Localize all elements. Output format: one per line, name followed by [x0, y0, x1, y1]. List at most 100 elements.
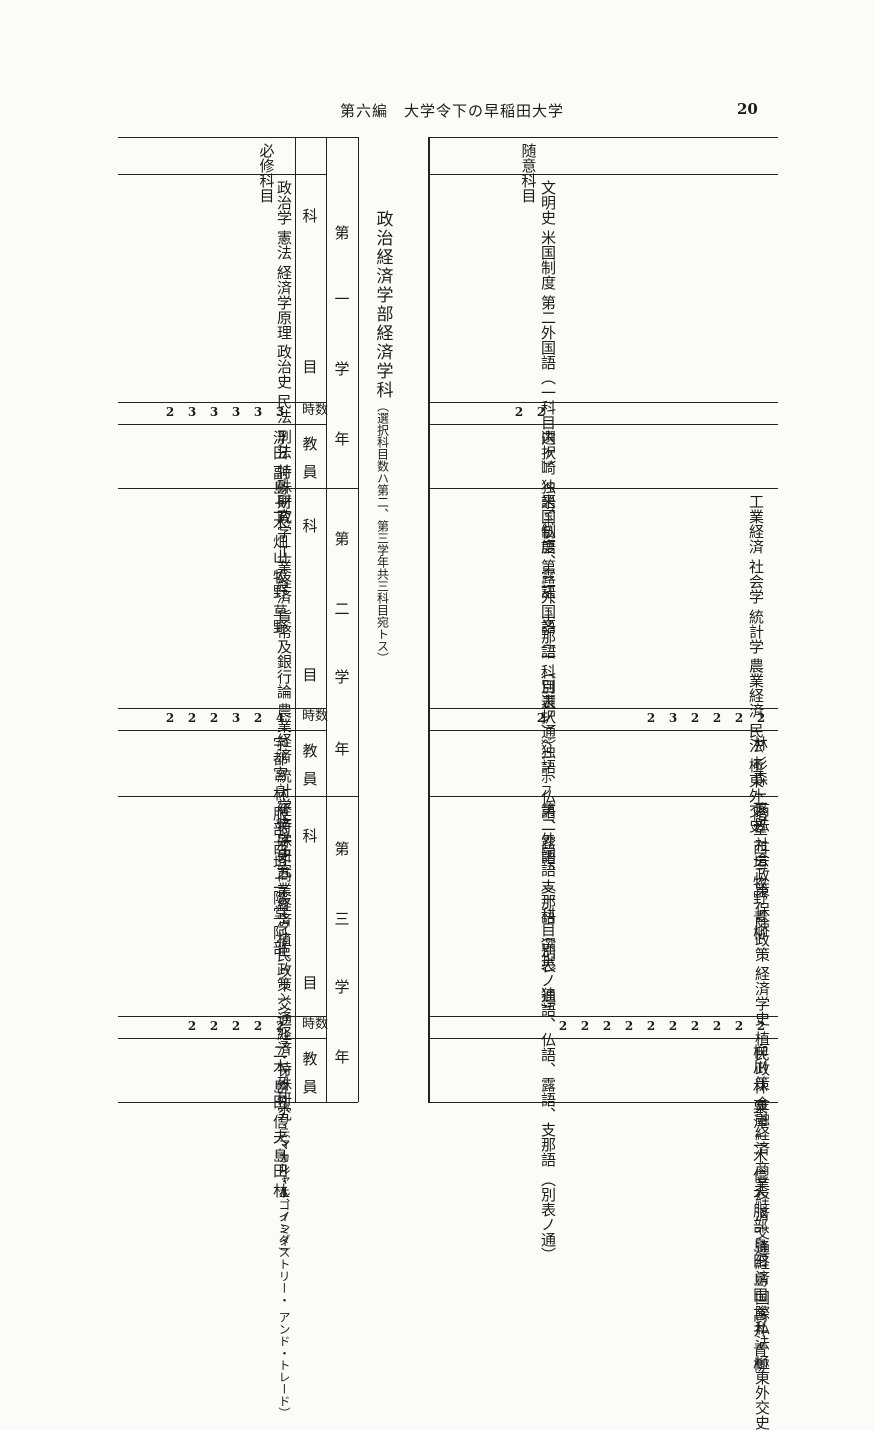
teacher-item: 林 — [751, 1078, 769, 1094]
teacher-item: 西垣 — [751, 840, 769, 871]
teacher-item: 粟津 — [751, 1098, 769, 1129]
special-study-note: アンド・トレード） — [277, 1310, 291, 1419]
subject-item: 文明史 — [539, 180, 557, 225]
teacher-item: 服部 — [271, 805, 289, 836]
hours-value: 2 — [275, 1019, 285, 1033]
y2-bottom-border — [118, 796, 358, 797]
subject-item: 社会学 — [747, 558, 765, 604]
hours-value: 2 — [668, 1019, 678, 1033]
subject-item: 商業経済 — [753, 1160, 771, 1221]
teacher-item: 二木 — [271, 499, 289, 530]
hours-value: 2 — [253, 1019, 263, 1033]
teacher-item: 二木 — [271, 1044, 289, 1074]
e-y2-bottom-border — [428, 796, 778, 797]
table-top-border — [118, 137, 358, 138]
hours-value: 3 — [275, 405, 285, 419]
subject-item: 特殊研究 — [275, 463, 293, 524]
year1-label: 一 — [334, 290, 350, 308]
subject-item: 統計学 — [747, 608, 765, 654]
e-y3-hours-border — [428, 1038, 778, 1039]
subject-item: 極東外交史 — [747, 757, 765, 833]
teacher-item: 浮田 — [271, 430, 289, 460]
subject-item: 商業経済 — [275, 866, 293, 927]
special-study-note: オヴ・ポリティカル・エコノミイ） — [277, 1067, 291, 1260]
teacher-item: 内ヶ崎 — [539, 430, 557, 475]
y2-hours-label: 時数 — [302, 709, 329, 724]
y3-teacher-label-top: 教 — [302, 1050, 318, 1068]
y1-subject-border — [118, 402, 326, 403]
page-header: 第六編 大学令下の早稲田大学 20 — [0, 100, 874, 124]
subject-item: 民法 — [747, 723, 765, 754]
hours-value: 2 — [209, 1019, 219, 1033]
y1-hours-border — [118, 424, 326, 425]
e-y1-hours-border — [428, 424, 778, 425]
y1-elective-subjects: 文明史 米国制度 第二外国語（一科目選択） 独語、仏語、露語、支那語 （別表ノ通… — [539, 180, 557, 755]
subject-item: 独語、仏語、露語、支那語 — [539, 479, 557, 660]
teacher-item: 林 — [751, 736, 769, 751]
y2-teacher-label-top: 教 — [302, 742, 318, 760]
teacher-item: 草野 — [271, 603, 289, 634]
year2-label: 二 — [334, 600, 350, 618]
y1-subject-label-bottom: 目 — [302, 358, 318, 376]
y2-elective-teachers-b: ベニンホフ — [537, 736, 554, 796]
y3-required-teachers: 二木 島田 信夫 島田 林 — [268, 1044, 290, 1198]
hours-value: 2 — [187, 1019, 197, 1033]
subject-item: 経済学原理 — [275, 264, 293, 340]
y2-required-teachers: 宇都宮 林 服部 西垣 二階堂 阿部 — [268, 736, 290, 955]
teacher-item: 青柳 — [751, 1342, 769, 1373]
year2-nen: 年 — [334, 740, 350, 758]
year3-label: 三 — [334, 910, 350, 928]
page-number: 20 — [737, 100, 758, 118]
hours-value: 2 — [712, 711, 722, 725]
year2-prefix: 第 — [334, 530, 350, 548]
hours-value: 2 — [253, 711, 263, 725]
subject-item: 第二外国語（一科目選択） — [539, 294, 557, 475]
y1-teacher-label-bottom: 員 — [302, 463, 318, 481]
subject-item: 保険政策 — [753, 901, 771, 962]
y2-elective-teachers-a: 林 杉森 二階堂 西垣 牧野 青柳 — [748, 736, 770, 940]
year-column-border-left — [326, 137, 327, 1102]
subject-item: 独語、仏語、露語、支那語 — [539, 743, 557, 924]
year1-prefix: 第 — [334, 224, 350, 242]
y2-subject-border — [118, 708, 326, 709]
hours-value: 2 — [734, 711, 744, 725]
teacher-item: 畑山 — [271, 534, 289, 565]
subject-item: 財政学 — [275, 494, 293, 539]
hours-value: 2 — [558, 1019, 568, 1033]
hours-value: 2 — [209, 711, 219, 725]
teacher-item: 二木 — [751, 1133, 769, 1164]
y1-required-teachers: 浮田 副島 二木 畑山 牧野 草野 — [268, 430, 290, 634]
y3-hours-border — [118, 1038, 326, 1039]
year-column-border-right — [358, 137, 359, 1102]
teacher-item: 二階堂 — [751, 790, 769, 836]
teacher-item: 杉森 — [751, 755, 769, 786]
y3-elective-teachers: 柳川 林 粟津 二木 信夫 服部 島田 島田 高井 青柳 — [748, 1044, 770, 1372]
teacher-item: 西垣 — [271, 840, 289, 871]
subject-item: 統計学 — [275, 768, 293, 814]
hours-value: 2 — [536, 405, 546, 419]
y3-elective-subjects-b: 第二外国語（一科目選択） 独語、仏語、露語、支那語 （別表ノ通） — [539, 802, 557, 1262]
teacher-item: 宇都宮 — [271, 736, 289, 781]
hours-value: 2 — [536, 711, 546, 725]
hours-value: 2 — [580, 1019, 590, 1033]
subject-item: 工業経済 — [747, 494, 765, 554]
teacher-item: 島田 — [751, 1272, 769, 1303]
hours-value: 2 — [756, 711, 766, 725]
department-note: （選択科目数ハ第二、第三学年共三科目宛トス） — [375, 400, 390, 664]
year2-gaku: 学 — [334, 668, 350, 686]
hours-value: 2 — [646, 1019, 656, 1033]
department-title-text: 政治経済学部経済学科 — [372, 210, 393, 400]
subject-item: 第二外国語（一科目選択） — [539, 558, 557, 739]
hours-value: 2 — [624, 1019, 634, 1033]
elective-top-border — [428, 137, 778, 138]
elective-bottom-border — [428, 1102, 778, 1103]
y1-teacher-label-top: 教 — [302, 435, 318, 453]
y1-required-subjects: 政治学 憲法 経済学原理 政治史 民法 刑法 特殊研究 — [275, 180, 293, 524]
teacher-item: 柳川 — [751, 1044, 769, 1074]
teacher-item: 島田 — [751, 1237, 769, 1268]
y3-subject-label-top: 科 — [302, 827, 318, 845]
teacher-item: 林 — [271, 785, 289, 801]
subject-item: （別表ノ通） — [539, 664, 557, 755]
hours-value: 2 — [602, 1019, 612, 1033]
elective-header-border — [428, 174, 778, 175]
